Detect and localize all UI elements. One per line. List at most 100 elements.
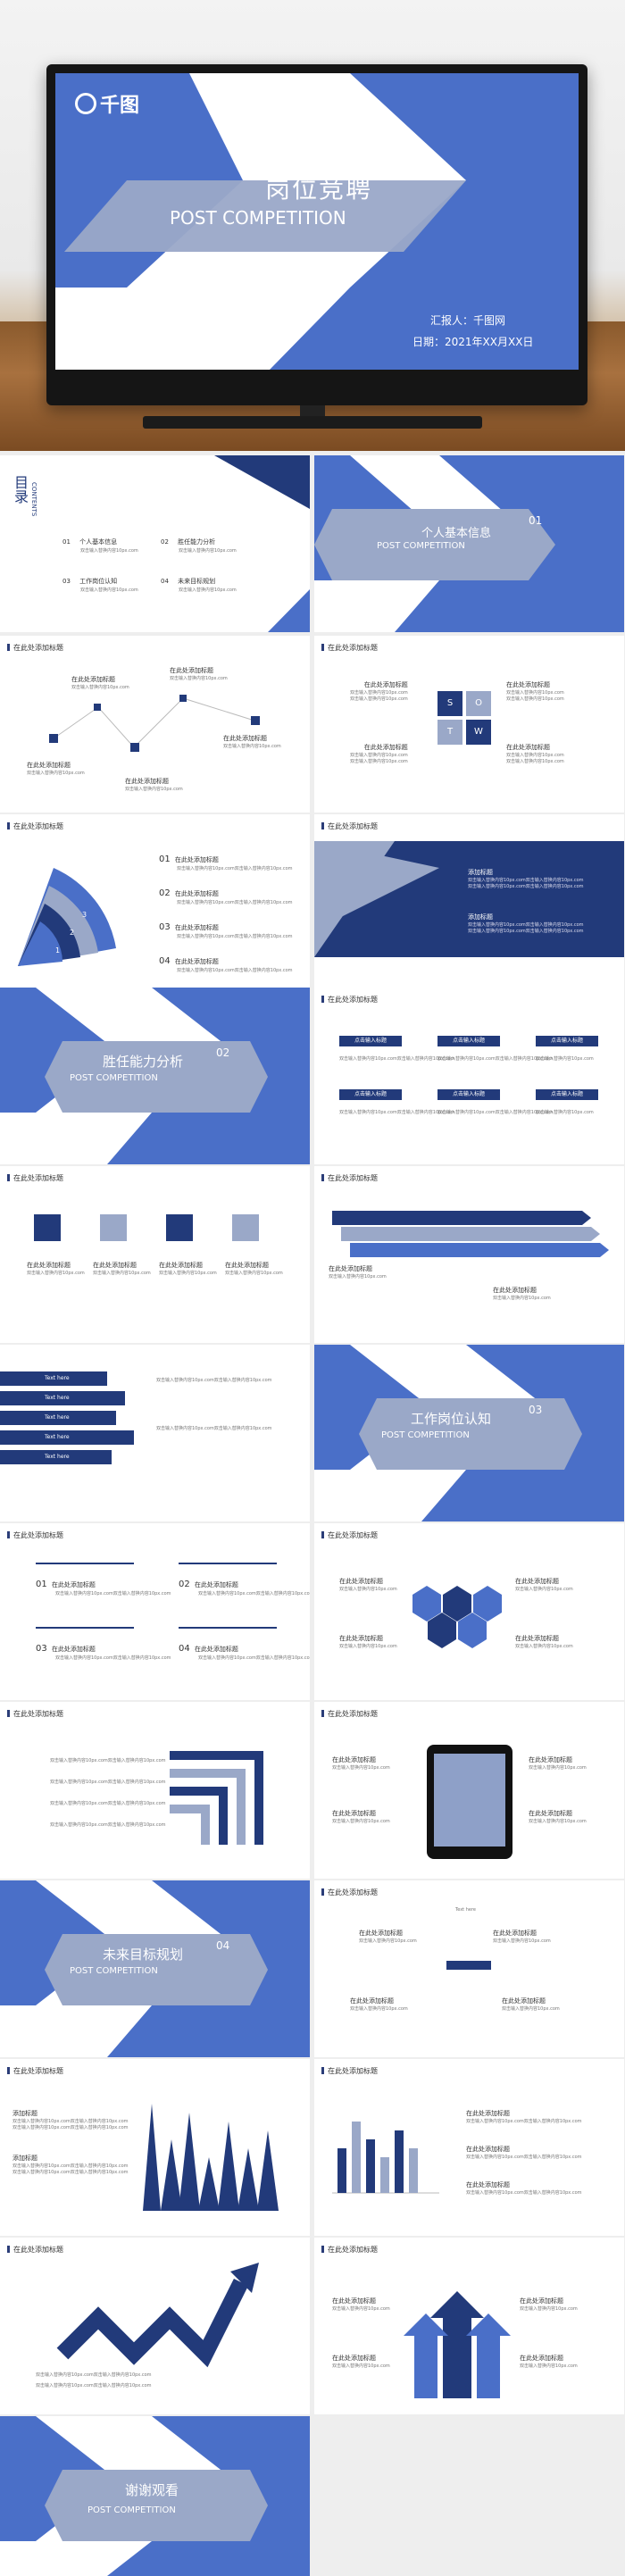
contents-title: 目录 [12,475,29,504]
cover-title: 岗位竞聘 [265,174,373,204]
swot-o: O [466,691,491,716]
grid-label-1: 点击输入标题 [339,1036,402,1046]
slide-header: 在此处添加标题 [7,1530,63,1540]
fan-item-1: 01 在此处添加标题双击输入替换内容10px.com双击输入替换内容10px.c… [159,854,293,871]
section-en-01: POST COMPETITION [377,541,465,551]
growth-arrow [56,2263,259,2368]
section-num-03: 03 [529,1404,543,1416]
fan-item-4: 04 在此处添加标题双击输入替换内容10px.com双击输入替换内容10px.c… [159,956,293,973]
contents-item-1: 01 个人基本信息双击输入替换内容10px.com [62,538,138,554]
bar-item-2: 在此处添加标题双击输入替换内容10px.com双击输入替换内容10px.com [466,2146,582,2160]
hexagon-cluster [412,1586,502,1648]
social-bar-1: Text here [0,1371,107,1386]
puzzle-item-4: 在此处添加标题双击输入替换内容10px.com [225,1262,283,1276]
fan-label-3: 3 [82,911,88,919]
spike-slide: 在此处添加标题 添加标题双击输入替换内容10px.com双击输入替换内容10px… [0,2059,310,2236]
section-title-01: 个人基本信息 [421,527,492,540]
arrow-growth-slide: 在此处添加标题 双击输入替换内容10px.com双击输入替换内容10px.com… [0,2238,310,2414]
tv-base [143,416,482,429]
section-slide-03: 工作岗位认知 POST COMPETITION 03 [314,1345,624,1521]
grid-slide: 在此处添加标题 点击输入标题 点击输入标题 点击输入标题 双击输入替换内容10p… [314,988,624,1164]
triangle-slide: 在此处添加标题 添加标题双击输入替换内容10px.com双击输入替换内容10px… [314,814,624,991]
fan-label-1: 1 [55,946,61,955]
up-arrows-slide: 在此处添加标题 在此处添加标题双击输入替换内容10px.com 在此处添加标题双… [314,2238,624,2414]
network-item-4: 在此处添加标题双击输入替换内容10px.com [125,778,183,792]
puzzle-piece-1 [34,1214,61,1241]
section-en-02: POST COMPETITION [70,1073,158,1083]
grid-desc-2: 双击输入替换内容10px.com双击输入替换内容10px.com [438,1056,554,1062]
numbered-item-2: 02 在此处添加标题双击输入替换内容10px.com双击输入替换内容10px.c… [179,1580,310,1596]
contents-item-4: 04 未来目标规划双击输入替换内容10px.com [161,578,237,593]
numbered-item-4: 04 在此处添加标题双击输入替换内容10px.com双击输入替换内容10px.c… [179,1644,310,1661]
grid-label-3: 点击输入标题 [536,1036,598,1046]
section-num-02: 02 [216,1046,230,1059]
slide-header: 在此处添加标题 [7,1173,63,1183]
slide-header: 在此处添加标题 [321,1173,378,1183]
growth-desc-2: 双击输入替换内容10px.com双击输入替换内容10px.com [36,2383,152,2388]
slide-header: 在此处添加标题 [7,643,63,653]
hex-item-3: 在此处添加标题双击输入替换内容10px.com [339,1635,397,1649]
logo-icon [75,93,96,114]
network-slide: 在此处添加标题 在此处添加标题双击输入替换内容10px.com 在此处添加标题双… [0,636,310,813]
ribbon-slide: 在此处添加标题 在此处添加标题双击输入替换内容10px.com 在此处添加标题双… [314,1166,624,1343]
cover-date: 日期：2021年XX月XX日 [412,336,534,348]
numbered-item-1: 01 在此处添加标题双击输入替换内容10px.com双击输入替换内容10px.c… [36,1580,171,1596]
uparrow-item-3: 在此处添加标题双击输入替换内容10px.com [332,2355,390,2369]
section-slide-01: 个人基本信息 POST COMPETITION 01 [314,455,624,632]
growth-desc-1: 双击输入替换内容10px.com双击输入替换内容10px.com [36,2372,152,2378]
tv-screen: 千图 岗位竞聘 POST COMPETITION 汇报人：千图网 日期：2021… [55,73,579,370]
contents-title-en: CONTENTS [30,482,38,517]
tablet-slide: 在此处添加标题 在此处添加标题双击输入替换内容10px.com 在此处添加标题双… [314,1702,624,1879]
puzzle-piece-4 [232,1214,259,1241]
uparrow-item-2: 在此处添加标题双击输入替换内容10px.com [520,2297,578,2312]
numbered-item-3: 03 在此处添加标题双击输入替换内容10px.com双击输入替换内容10px.c… [36,1644,171,1661]
circle-slide: 在此处添加标题 Text here 在此处添加标题双击输入替换内容10px.co… [314,1880,624,2057]
bracket-slide: 在此处添加标题 双击输入替换内容10px.com双击输入替换内容10px.com… [0,1702,310,1879]
hexagon-slide: 在此处添加标题 在此处添加标题双击输入替换内容10px.com 在此处添加标题双… [314,1523,624,1700]
network-item-1: 在此处添加标题双击输入替换内容10px.com [71,676,129,690]
circle-item-3: 在此处添加标题双击输入替换内容10px.com [350,1997,408,2012]
thanks-en: POST COMPETITION [88,2505,176,2515]
grid-label-5: 点击输入标题 [438,1089,500,1100]
grid-desc-3: 双击输入替换内容10px.com [536,1056,594,1062]
social-bar-5: Text here [0,1450,112,1464]
cover-logo: 千图 [75,89,139,118]
tablet-item-4: 在此处添加标题双击输入替换内容10px.com [529,1810,587,1824]
slide-header: 在此处添加标题 [7,1709,63,1719]
slide-header: 在此处添加标题 [321,1709,378,1719]
section-title-02: 胜任能力分析 [103,1054,184,1070]
grid-desc-6: 双击输入替换内容10px.com [536,1110,594,1115]
slide-header: 在此处添加标题 [7,821,63,831]
social-desc-1: 双击输入替换内容10px.com双击输入替换内容10px.com [156,1378,272,1383]
social-bar-3: Text here [0,1411,116,1425]
thanks-title: 谢谢观看 [125,2482,179,2498]
social-desc-2: 双击输入替换内容10px.com双击输入替换内容10px.com [156,1426,272,1431]
cover-slide: 千图 岗位竞聘 POST COMPETITION 汇报人：千图网 日期：2021… [0,0,625,451]
bar-slide: 在此处添加标题 在此处添加标题双击输入替换内容10px.com双击输入替换内容1… [314,2059,624,2236]
bracket-graphic [170,1751,263,1845]
bar-item-3: 在此处添加标题双击输入替换内容10px.com双击输入替换内容10px.com [466,2181,582,2196]
swot-w: W [466,720,491,745]
slide-header: 在此处添加标题 [321,1530,378,1540]
slide-header: 在此处添加标题 [7,2066,63,2076]
hex-item-2: 在此处添加标题双击输入替换内容10px.com [515,1578,573,1592]
puzzle-item-3: 在此处添加标题双击输入替换内容10px.com [159,1262,217,1276]
circle-item-4: 在此处添加标题双击输入替换内容10px.com [502,1997,560,2012]
section-en-03: POST COMPETITION [381,1430,470,1440]
hex-item-1: 在此处添加标题双击输入替换内容10px.com [339,1578,397,1592]
swot-t: T [438,720,462,745]
cover-subtitle: POST COMPETITION [170,207,346,229]
spike-chart [143,2104,279,2211]
slide-header: 在此处添加标题 [321,821,378,831]
bracket-desc-3: 双击输入替换内容10px.com双击输入替换内容10px.com [50,1801,166,1806]
slide-header: 在此处添加标题 [321,2066,378,2076]
bracket-desc-1: 双击输入替换内容10px.com双击输入替换内容10px.com [50,1758,166,1763]
tablet-screen [434,1754,505,1847]
puzzle-piece-3 [166,1214,193,1241]
